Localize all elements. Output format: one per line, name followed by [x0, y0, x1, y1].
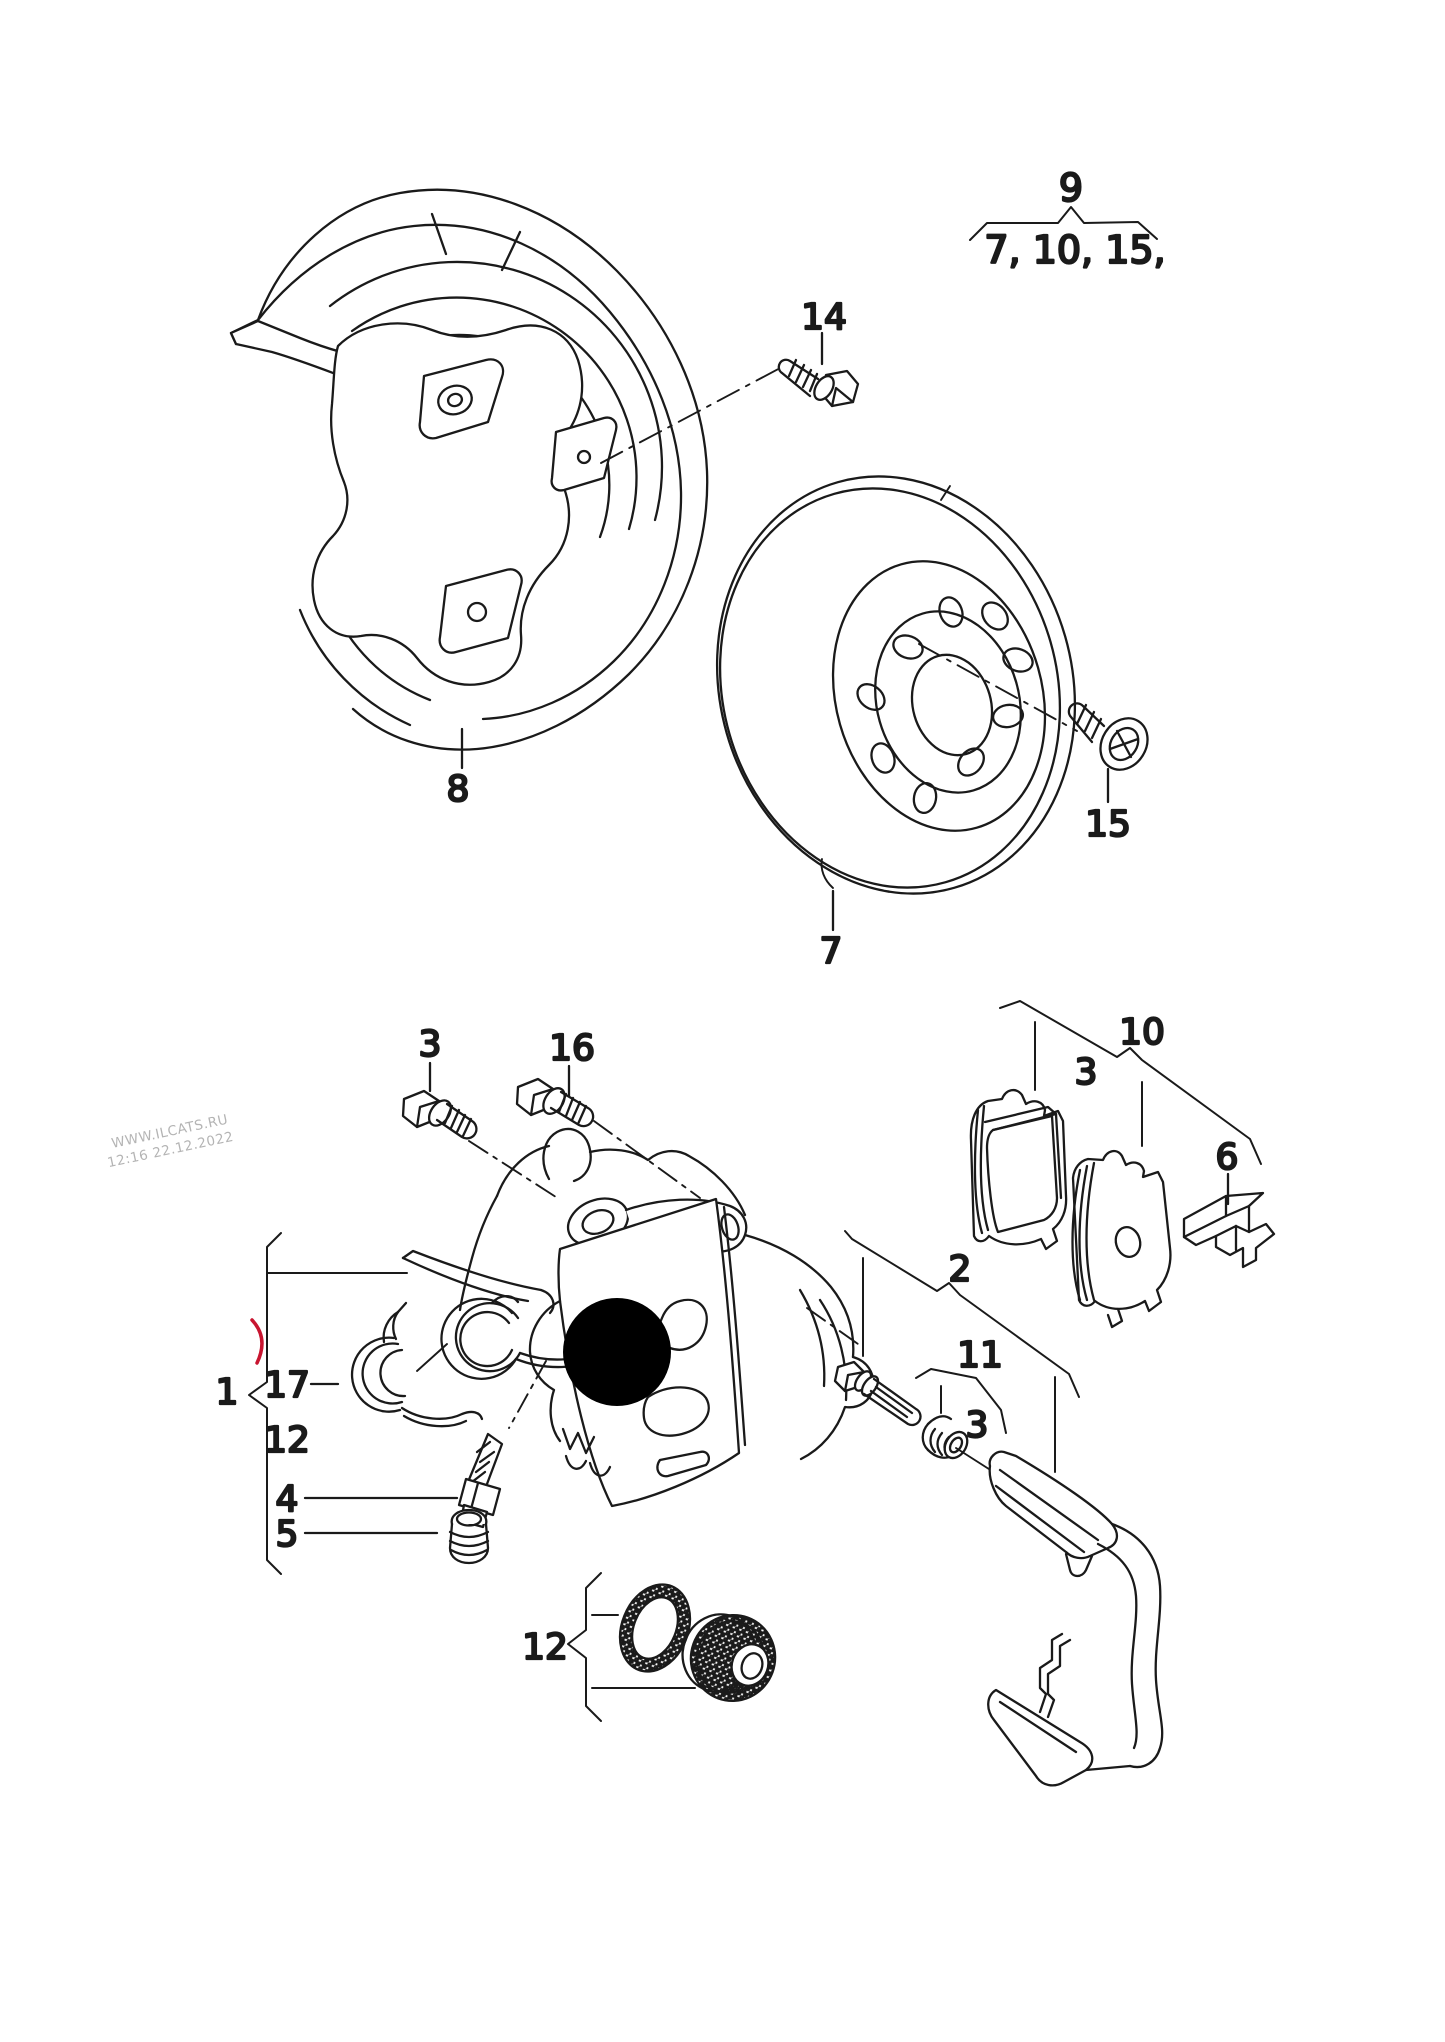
caliper-drawing: [401, 1127, 875, 1508]
group-1-bracket: [248, 1232, 408, 1575]
callout-17: 17: [264, 1365, 310, 1406]
callout-10: 10: [1119, 1012, 1165, 1053]
bolt-3-drawing: [401, 1089, 560, 1200]
red-mark: [250, 1318, 264, 1365]
callout-3c: 3: [966, 1405, 989, 1446]
guide-pin-drawing: [833, 1360, 922, 1427]
outer-pad-drawing: [1071, 1149, 1172, 1329]
callout-12a: 12: [264, 1420, 310, 1461]
carrier-bracket-drawing: [987, 1450, 1164, 1787]
watermark: WWW.ILCATS.RU 12:16 22.12.2022: [106, 1112, 235, 1172]
brake-disc-drawing: [715, 475, 1077, 895]
group-11-brace: [915, 1368, 1007, 1434]
callout-14: 14: [801, 297, 847, 338]
inner-pad-drawing: [969, 1088, 1068, 1251]
callout-12b: 12: [522, 1627, 568, 1668]
group-10-brace: [999, 1000, 1262, 1165]
callout-16: 16: [549, 1028, 595, 1069]
callout-5: 5: [276, 1514, 299, 1555]
callout-8: 8: [447, 769, 470, 810]
group-12-bracket: [567, 1572, 696, 1722]
bolt-14-drawing: [600, 358, 860, 464]
callout-9-refs: 7, 10, 15,: [984, 228, 1165, 272]
group-2-brace: [844, 1230, 1080, 1473]
callout-15: 15: [1085, 804, 1131, 845]
screw-15-drawing: [918, 643, 1149, 771]
clip-6-drawing: [1182, 1191, 1276, 1269]
bolt-16-drawing: [515, 1077, 859, 1345]
callout-9: 9: [1059, 166, 1083, 210]
callout-7: 7: [820, 931, 843, 972]
callout-11: 11: [957, 1335, 1003, 1376]
o-ring-drawing: [618, 1583, 692, 1673]
callout-6: 6: [1216, 1137, 1239, 1178]
callout-3b: 3: [1075, 1052, 1098, 1093]
callout-1: 1: [216, 1372, 239, 1413]
callout-4: 4: [276, 1479, 299, 1520]
callout-3a: 3: [419, 1024, 442, 1065]
cap-5-drawing: [448, 1508, 490, 1565]
backing-plate-drawing: [229, 188, 709, 751]
redaction-dot: [563, 1298, 671, 1406]
piston-boot-drawing: [681, 1613, 777, 1703]
guide-sleeve-drawing: [921, 1415, 993, 1472]
group-9-brace: [969, 206, 1158, 241]
callout-2: 2: [949, 1249, 972, 1290]
spring-17-drawing: [350, 1301, 484, 1428]
adjuster-4-drawing: [457, 1360, 547, 1529]
